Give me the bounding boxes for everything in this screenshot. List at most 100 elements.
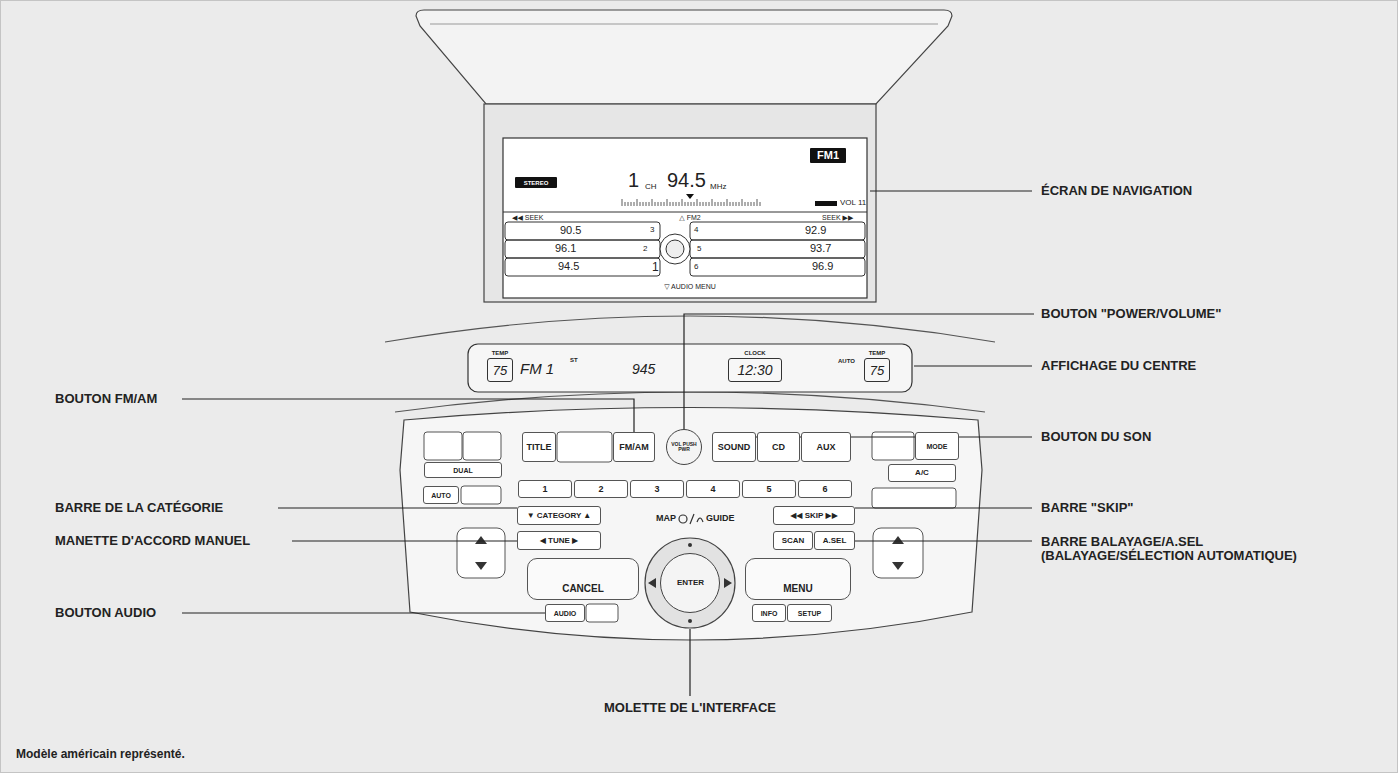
scale-tick	[682, 199, 683, 206]
scale-tick	[631, 202, 632, 206]
dashboard-outline	[385, 316, 995, 640]
scale-tick	[640, 202, 641, 206]
setup-button: SETUP	[787, 604, 832, 622]
scale-tick	[676, 202, 677, 206]
scale-tick	[745, 202, 746, 206]
leader-lines	[182, 191, 1034, 696]
screen-details	[505, 240, 660, 258]
scale-tick	[688, 202, 689, 206]
scale-tick	[739, 202, 740, 206]
button-text: FM/AM	[619, 443, 649, 452]
leader-lines	[855, 540, 1032, 541]
dashboard-outline	[468, 344, 912, 392]
preset-frequency: 96.1	[555, 243, 576, 254]
navigation-bezel	[484, 104, 876, 302]
navigation-bezel	[416, 10, 952, 104]
screen-details	[666, 240, 684, 258]
scale-tick	[628, 202, 629, 206]
button-text: SOUND	[718, 443, 751, 452]
button-text: STEREO	[524, 180, 549, 186]
leader-lines	[292, 540, 517, 541]
scale-tick	[742, 199, 743, 206]
volume-readout: VOL 11	[840, 199, 866, 207]
scale-tick	[637, 199, 638, 206]
scale-tick	[697, 199, 698, 206]
skip-bar: ◀◀ SKIP ▶▶	[773, 506, 855, 525]
map-guide-icon	[690, 514, 703, 524]
button-text: ◀◀ SKIP ▶▶	[790, 512, 838, 520]
button-text: ▼ CATEGORY ▲	[527, 512, 592, 520]
scale-tick	[703, 202, 704, 206]
scale-tick	[655, 202, 656, 206]
button-text: INFO	[761, 610, 778, 617]
screen-details	[505, 258, 660, 276]
title-button: TITLE	[522, 432, 556, 462]
preset-button: 3	[630, 480, 684, 498]
button-text: 75	[870, 364, 884, 377]
button-text: FM1	[817, 150, 839, 161]
readout-heading: CLOCK	[744, 350, 765, 356]
screen-details	[503, 194, 867, 276]
channel-number: 1	[628, 170, 639, 190]
figure-caption: Modèle américain représenté.	[16, 748, 185, 760]
auto-select-button: A.SEL	[814, 531, 855, 550]
callout-label: MANETTE D'ACCORD MANUEL	[55, 534, 250, 547]
leader-lines	[182, 612, 545, 613]
navigation-bezel	[416, 10, 952, 302]
band-badge: FM1	[810, 148, 846, 163]
callout-label: BARRE BALAYAGE/A.SEL (BALAYAGE/SÉLECTION…	[1041, 535, 1341, 562]
unlabelled-buttons	[586, 604, 618, 622]
preset-number: 3	[650, 226, 654, 234]
preset-frequency: 96.9	[812, 261, 833, 272]
tuning-scale	[622, 199, 760, 206]
screen-details	[686, 194, 694, 199]
sound-button: SOUND	[712, 432, 756, 462]
unit-text: MHz	[710, 183, 726, 191]
button-text: ENTER	[677, 579, 703, 587]
seek-hint: SEEK ▶▶	[822, 214, 853, 221]
button-text: CANCEL	[562, 584, 604, 594]
preset-frequency: 92.9	[805, 225, 826, 236]
callout-label: BOUTON DU SON	[1041, 430, 1151, 443]
scale-tick	[658, 202, 659, 206]
button-text: SCAN	[782, 537, 805, 545]
button-text: 12:30	[737, 363, 772, 377]
unit-text: CH	[645, 183, 657, 191]
callout-label: AFFICHAGE DU CENTRE	[1041, 359, 1196, 372]
scale-tick	[715, 202, 716, 206]
button-text: AUTO	[431, 492, 451, 499]
scale-tick	[649, 202, 650, 206]
callout-label: BOUTON "POWER/VOLUME"	[1041, 307, 1221, 320]
leader-lines	[182, 399, 634, 432]
unlabelled-buttons	[424, 432, 462, 460]
navigation-bezel	[503, 138, 867, 298]
preset-number: 6	[694, 263, 698, 271]
scale-tick	[679, 202, 680, 206]
button-text: AUDIO	[554, 610, 577, 617]
button-text: A/C	[915, 469, 929, 477]
button-text: 3	[654, 485, 659, 494]
button-text: MODE	[927, 443, 948, 450]
mode-button: MODE	[915, 432, 959, 460]
unlabelled-buttons	[873, 528, 923, 578]
scale-tick	[664, 202, 665, 206]
preset-button: 5	[742, 480, 796, 498]
scale-tick	[718, 202, 719, 206]
temp-readout: TEMP75	[487, 358, 513, 382]
button-text: 1	[542, 485, 547, 494]
callout-label: MOLETTE DE L'INTERFACE	[604, 701, 776, 714]
frequency-readout: 94.5	[667, 170, 706, 190]
dashboard-outline	[385, 316, 995, 342]
scale-tick	[721, 202, 722, 206]
unlabelled-buttons	[461, 486, 501, 504]
screen-details	[815, 201, 837, 206]
leader-lines	[689, 629, 690, 696]
button-text: 6	[822, 485, 827, 494]
callout-label: BARRE DE LA CATÉGORIE	[55, 501, 223, 514]
map-guide-icon	[679, 515, 687, 523]
button-text: A.SEL	[823, 537, 847, 545]
screen-details	[690, 240, 865, 258]
preset-button: 4	[686, 480, 740, 498]
map-guide-icon	[679, 514, 703, 524]
